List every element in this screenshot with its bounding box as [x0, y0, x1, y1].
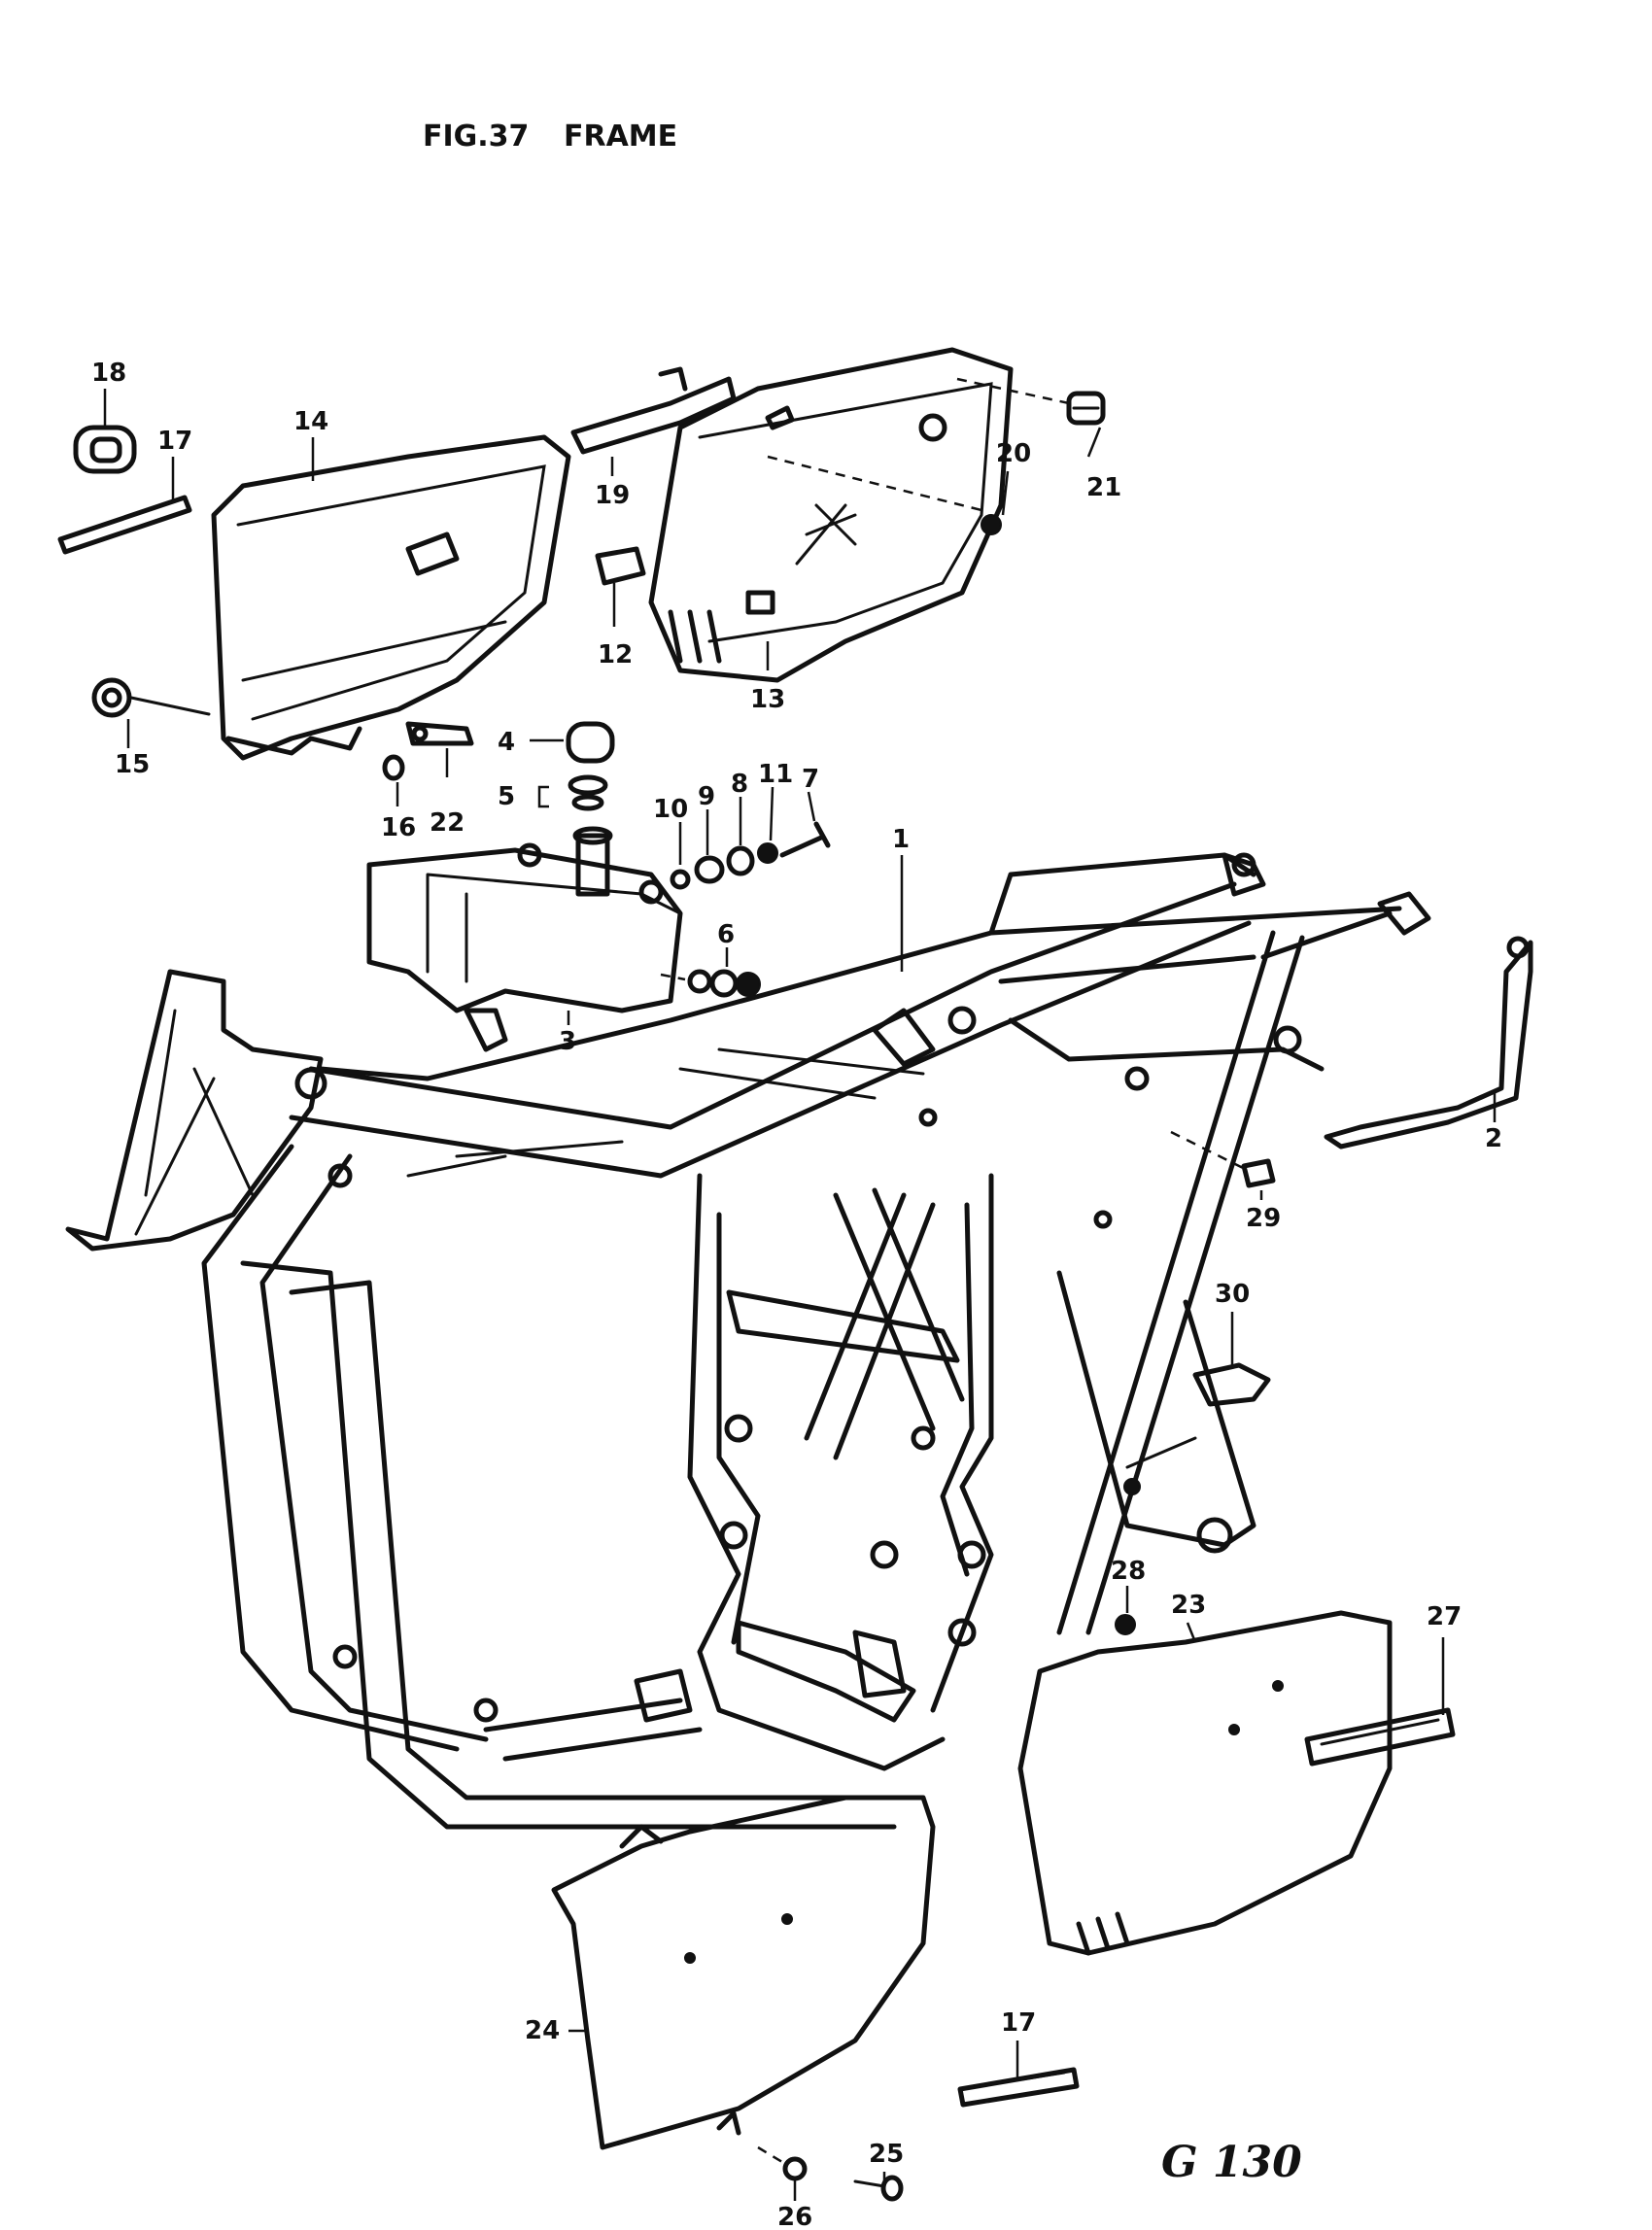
callout-25: 25 [869, 2140, 904, 2169]
callout-17: 17 [157, 427, 192, 456]
callout-18: 18 [91, 359, 126, 388]
callout-19: 19 [595, 481, 630, 510]
callout-20: 20 [996, 439, 1031, 468]
callout-2: 2 [1485, 1124, 1502, 1153]
part-22-clamp [405, 721, 474, 746]
callout-4: 4 [498, 728, 515, 757]
callout-5: 5 [498, 782, 515, 811]
part-3-oil-tank [366, 826, 683, 1052]
figure-number: FIG.37 [423, 120, 529, 154]
callout-10: 10 [653, 795, 688, 824]
figure-name: FRAME [564, 120, 677, 154]
callout-13: 13 [750, 685, 785, 714]
callout-1: 1 [892, 825, 910, 854]
leader-lines [103, 389, 1497, 2201]
callout-27: 27 [1427, 1602, 1462, 1631]
callout-8: 8 [731, 770, 748, 799]
part-30-clip [1192, 1362, 1271, 1407]
callout-7: 7 [802, 765, 819, 794]
main-frame [65, 852, 1431, 1830]
callout-12: 12 [598, 640, 633, 669]
part-24-lower-cover [551, 1795, 936, 2150]
part-26-washer [757, 2145, 808, 2181]
callout-21: 21 [1086, 473, 1121, 502]
callout-29: 29 [1246, 1204, 1281, 1233]
callout-9: 9 [698, 782, 715, 811]
part-13-side-cover [648, 347, 1070, 683]
callout-6: 6 [717, 920, 735, 949]
part-18-rubber [73, 425, 137, 474]
part-19-bracket [570, 366, 737, 455]
callout-numbers: 1 2 3 4 5 6 7 8 9 10 11 12 13 14 15 16 1… [91, 359, 1502, 2230]
part-12-grommet [595, 546, 646, 586]
part-27-emblem [1304, 1707, 1456, 1767]
part-17-strip [57, 495, 1080, 2108]
part-23-lower-cover [1017, 1610, 1393, 1956]
callout-14: 14 [293, 407, 328, 436]
parts-6-11-fastener-stack [660, 821, 831, 998]
callout-16: 16 [381, 813, 416, 842]
callout-22: 22 [430, 808, 465, 838]
parts-4-5-cap-seal [566, 721, 615, 811]
part-15-knob [91, 677, 211, 718]
callout-26: 26 [777, 2203, 812, 2230]
callout-17-lower: 17 [1001, 2008, 1036, 2038]
callout-15: 15 [115, 750, 150, 779]
part-16-grommet [382, 754, 405, 781]
part-20-nut [981, 514, 1002, 535]
callout-3: 3 [559, 1027, 576, 1056]
part-14-side-cover [211, 434, 571, 761]
part-29-clip [1170, 1130, 1276, 1188]
part-21-clip [1066, 391, 1106, 426]
page-code: G 130 [1161, 2138, 1302, 2187]
callout-24: 24 [525, 2016, 560, 2045]
part-28-nut [1115, 1614, 1136, 1635]
callout-30: 30 [1215, 1280, 1250, 1309]
callout-23: 23 [1171, 1591, 1206, 1620]
callout-11: 11 [758, 760, 793, 789]
part-2-bracket [1324, 936, 1533, 1149]
callout-28: 28 [1111, 1557, 1146, 1586]
part-25-screw [853, 2175, 904, 2202]
